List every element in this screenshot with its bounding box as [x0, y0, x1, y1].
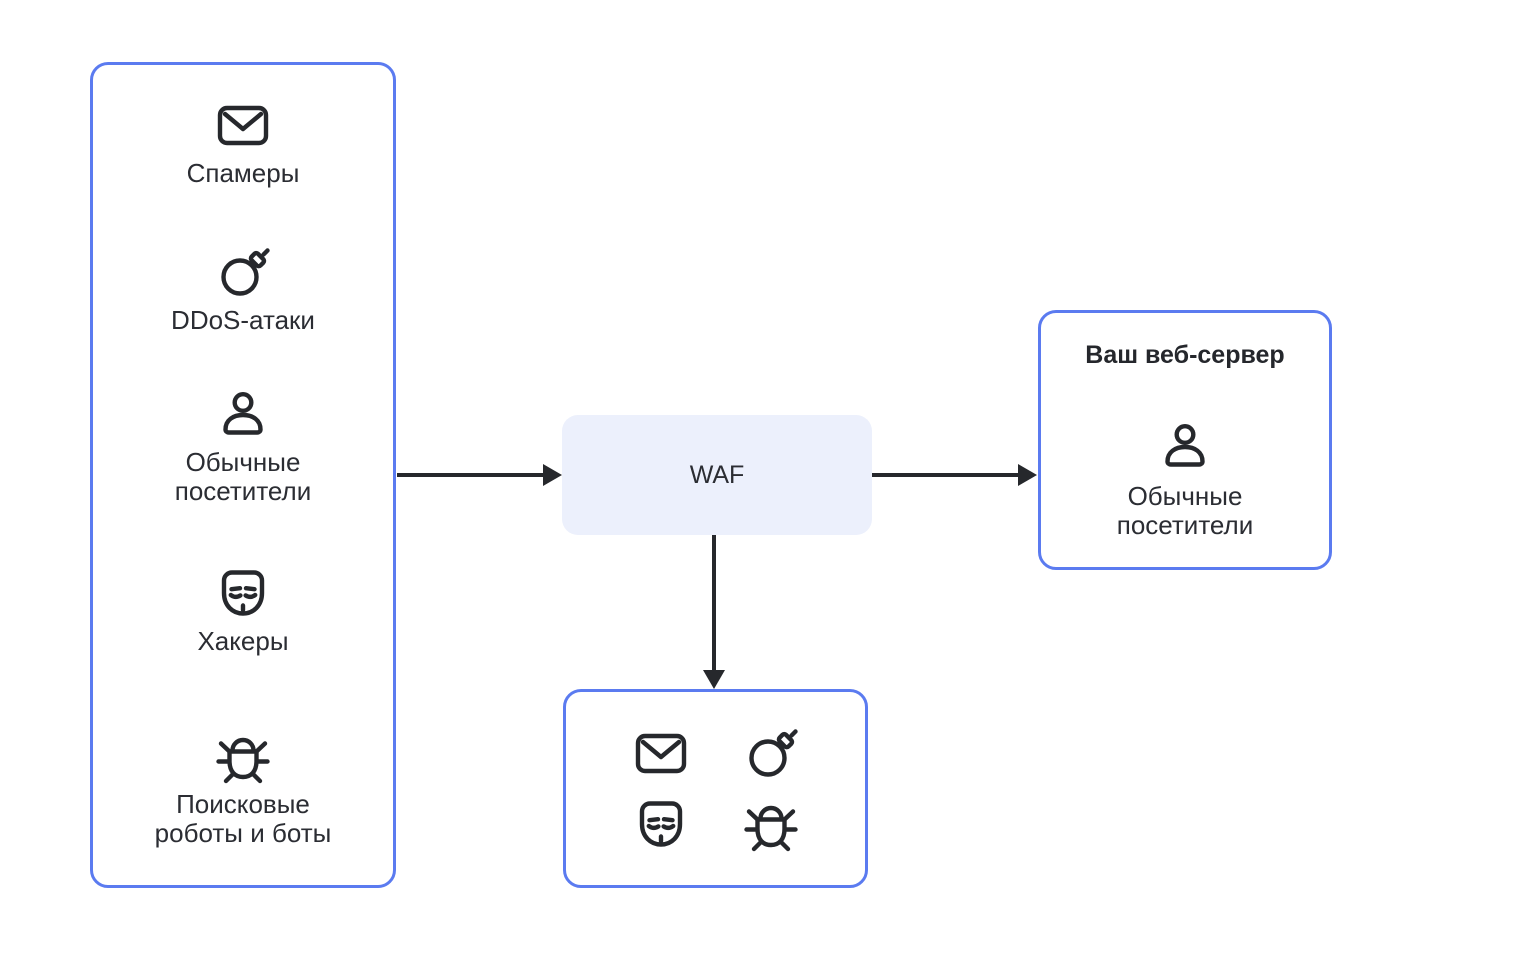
mask-icon — [633, 796, 689, 852]
waf-label: WAF — [689, 460, 745, 489]
envelope-icon — [633, 725, 689, 781]
envelope-icon — [215, 97, 271, 153]
traffic-sources-box: Спамеры DDoS-атаки Обычные посетители Ха… — [90, 62, 396, 888]
arrowhead-right-icon — [1018, 464, 1037, 486]
source-item-visitors: Обычные посетители — [133, 386, 353, 506]
waf-node: WAF — [562, 415, 872, 535]
source-item-spammers: Спамеры — [133, 97, 353, 188]
source-item-label: Обычные посетители — [174, 447, 312, 506]
server-box-title: Ваш веб-сервер — [1085, 341, 1285, 369]
source-item-label: Спамеры — [186, 158, 300, 188]
arrowhead-right-icon — [543, 464, 562, 486]
blocked-traffic-box — [563, 689, 868, 888]
bomb-icon — [215, 244, 271, 300]
bug-icon — [215, 728, 271, 784]
person-icon — [215, 386, 271, 442]
mask-icon — [215, 565, 271, 621]
arrow-shaft — [397, 473, 544, 477]
source-item-ddos: DDoS-атаки — [133, 244, 353, 335]
arrow-shaft — [712, 535, 716, 671]
arrow-shaft — [872, 473, 1019, 477]
source-item-label: Хакеры — [197, 626, 289, 656]
source-item-bots: Поисковые роботы и боты — [133, 728, 353, 848]
person-icon — [1157, 418, 1213, 474]
arrowhead-down-icon — [703, 670, 725, 689]
source-item-label: DDoS-атаки — [171, 305, 315, 335]
bomb-icon — [743, 725, 799, 781]
source-item-label: Поисковые роботы и боты — [154, 789, 332, 848]
bug-icon — [743, 796, 799, 852]
source-item-hackers: Хакеры — [133, 565, 353, 656]
server-box-label: Обычные посетители — [1116, 481, 1254, 540]
web-server-box: Ваш веб-сервер Обычные посетители — [1038, 310, 1332, 570]
